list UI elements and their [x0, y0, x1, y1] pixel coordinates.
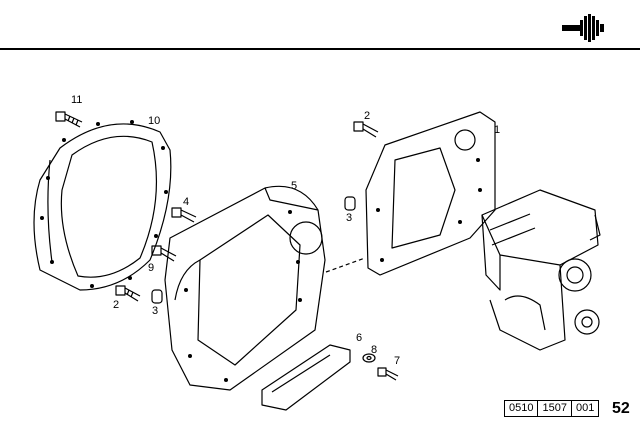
engine-logo-icon	[562, 14, 604, 42]
callout-9: 9	[148, 262, 154, 274]
bolt-part	[353, 121, 379, 138]
bolt-part	[377, 367, 399, 381]
document-code-part: 1507	[537, 401, 570, 416]
dowel-pin-part	[344, 196, 356, 211]
callout-4: 4	[183, 196, 189, 208]
callout-2: 2	[113, 299, 119, 311]
callout-3: 3	[152, 305, 158, 317]
bolt-part	[115, 285, 141, 302]
flywheel-housing-part	[164, 185, 326, 391]
bolt-part	[55, 111, 83, 128]
callout-5: 5	[291, 180, 297, 192]
callout-2: 2	[364, 110, 370, 122]
callout-3: 3	[346, 212, 352, 224]
dowel-pin-part	[151, 289, 163, 304]
document-code-part: 0510	[509, 402, 534, 414]
bolt-part	[151, 245, 177, 262]
callout-6: 6	[356, 332, 362, 344]
callout-1: 1	[494, 124, 500, 136]
callout-11: 11	[71, 94, 82, 106]
engine-part	[481, 189, 601, 351]
callout-10: 10	[148, 115, 160, 127]
page-number: 52	[612, 400, 630, 417]
bolt-part	[171, 207, 197, 223]
header-rule	[0, 48, 640, 50]
document-code: 0510 1507 001	[504, 400, 600, 417]
washer-part	[362, 353, 376, 363]
callout-8: 8	[371, 344, 377, 356]
cover-plate-part	[261, 344, 351, 411]
callout-7: 7	[394, 355, 400, 367]
document-code-part: 001	[570, 401, 598, 416]
ring-housing-part	[33, 120, 172, 291]
adapter-plate-part	[365, 111, 496, 276]
